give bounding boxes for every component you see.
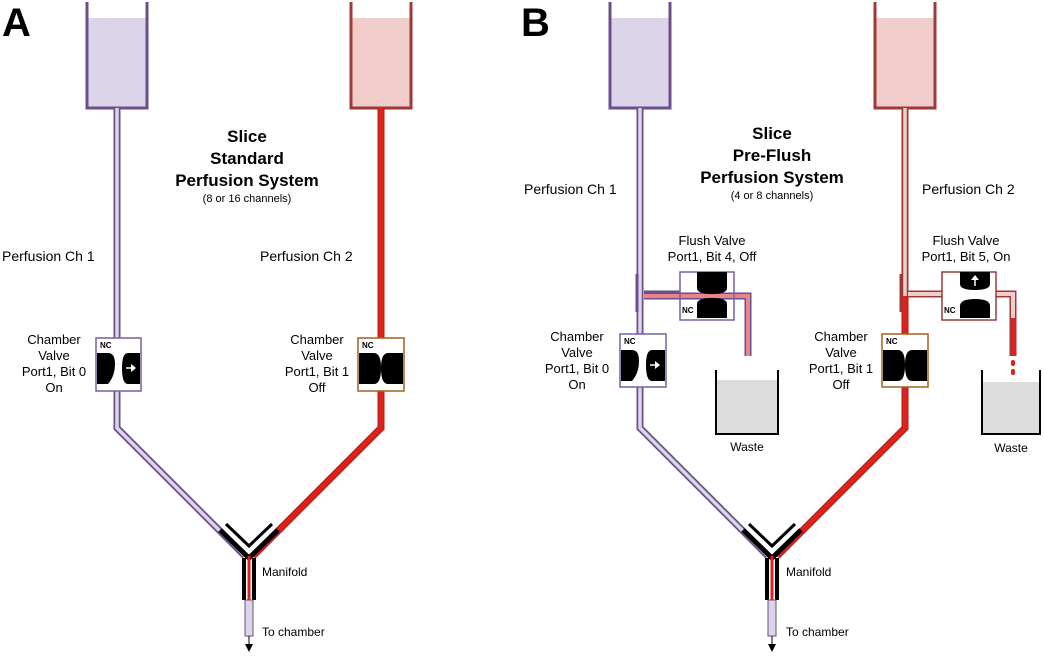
valve-a2-line-3: Port1, Bit 1 [285, 364, 349, 379]
panel-b-ch1-label: Perfusion Ch 1 [524, 181, 617, 197]
valve-a2-line-2: Valve [301, 348, 333, 363]
flush-b1-nc: NC [682, 306, 694, 315]
valve-b1-line-3: Port1, Bit 0 [545, 361, 609, 376]
flush-b2-line-2: Port1, Bit 5, On [922, 249, 1011, 264]
reservoir-b-ch2 [873, 2, 937, 110]
valve-a1-line-3: Port1, Bit 0 [22, 364, 86, 379]
panel-a-manifold-label: Manifold [262, 565, 307, 579]
flush-valve-ch2[interactable]: NC [941, 271, 997, 321]
valve-b2-nc: NC [886, 337, 898, 346]
valve-b1-line-2: Valve [561, 345, 593, 360]
valve-a1-line-4: On [45, 380, 62, 395]
panel-a-ch1-label: Perfusion Ch 1 [2, 248, 95, 264]
reservoir-b-ch1 [608, 2, 672, 110]
panel-a-ch2-label: Perfusion Ch 2 [260, 248, 353, 264]
panel-a-title-2: Standard [210, 149, 284, 168]
panel-a-title-1: Slice [227, 127, 267, 146]
valve-a2-nc: NC [362, 341, 374, 350]
panel-b-title-1: Slice [752, 124, 792, 143]
waste-container-2 [981, 370, 1041, 435]
valve-a2-line-1: Chamber [290, 332, 344, 347]
reservoir-ch1 [85, 2, 149, 110]
flush-b2-line-1: Flush Valve [933, 233, 1000, 248]
valve-b2-line-4: Off [832, 377, 849, 392]
tube-b-ch1 [636, 108, 771, 559]
chamber-valve-b-ch1[interactable]: NC [619, 333, 667, 388]
panel-a: A [2, 1, 413, 652]
panel-b-subtitle: (4 or 8 channels) [731, 190, 814, 202]
panel-a-subtitle: (8 or 16 channels) [203, 193, 292, 205]
valve-b1-line-4: On [568, 377, 585, 392]
chamber-valve-ch2[interactable]: NC [357, 337, 405, 392]
flush-valve-ch1[interactable]: NC [679, 271, 735, 321]
valve-a2-line-4: Off [308, 380, 325, 395]
panel-b-ch2-label: Perfusion Ch 2 [922, 181, 1015, 197]
panel-b: B [521, 1, 1041, 652]
chamber-valve-ch1[interactable]: NC [95, 337, 142, 392]
panel-a-letter: A [2, 1, 31, 45]
flush-b2-nc: NC [944, 306, 956, 315]
manifold-b [741, 522, 803, 652]
valve-b1-line-1: Chamber [550, 329, 604, 344]
tube-ch2 [250, 108, 385, 559]
waste-label-1: Waste [730, 440, 764, 454]
tube-ch1 [113, 108, 248, 559]
panel-b-manifold-label: Manifold [786, 565, 831, 579]
valve-b2-line-3: Port1, Bit 1 [809, 361, 873, 376]
flush-branch-ch1 [635, 274, 752, 356]
valve-b1-nc: NC [624, 337, 636, 346]
chamber-valve-b-ch2[interactable]: NC [881, 333, 929, 388]
valve-a1-line-2: Valve [38, 348, 70, 363]
valve-b2-line-2: Valve [825, 345, 857, 360]
waste-label-2: Waste [994, 441, 1028, 455]
panel-b-letter: B [521, 1, 550, 45]
panel-b-title-2: Pre-Flush [733, 146, 811, 165]
flush-b1-line-2: Port1, Bit 4, Off [668, 249, 757, 264]
panel-a-title-3: Perfusion System [175, 171, 319, 190]
waste-container-1 [715, 370, 779, 435]
valve-a1-nc: NC [100, 341, 112, 350]
panel-b-outlet-label: To chamber [786, 625, 849, 639]
flush-b1-line-1: Flush Valve [679, 233, 746, 248]
valve-b2-line-1: Chamber [814, 329, 868, 344]
panel-b-title-3: Perfusion System [700, 168, 844, 187]
valve-a1-line-1: Chamber [27, 332, 81, 347]
manifold-a [218, 522, 280, 652]
reservoir-ch2 [349, 2, 413, 110]
panel-a-outlet-label: To chamber [262, 625, 325, 639]
